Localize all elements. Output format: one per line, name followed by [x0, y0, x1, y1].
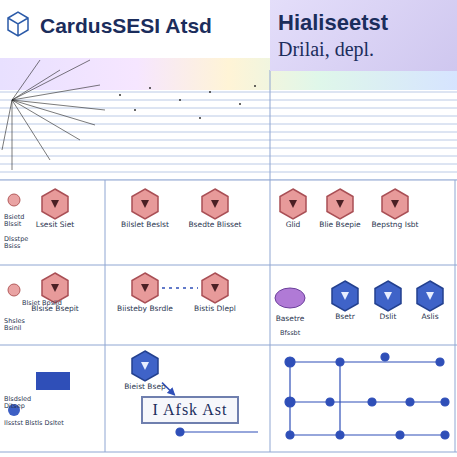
diagram-title: CardusSESI Atsd	[40, 14, 212, 38]
node-label: Bilslet Beslst	[121, 221, 169, 229]
hexagon-icon	[324, 188, 356, 220]
ellipse-node: Basetre	[273, 282, 307, 323]
hexagon-icon	[414, 280, 446, 312]
label-box: I Afsk Ast	[141, 396, 240, 424]
connector	[162, 287, 198, 289]
blue-block	[36, 372, 70, 390]
node-label: Blie Bsepie	[319, 221, 360, 229]
hexagon-icon	[199, 272, 231, 304]
hexagon-node: Glid	[276, 188, 310, 229]
small-note: Bsietd Blssit	[4, 214, 40, 228]
ruled-lines	[0, 90, 457, 180]
hexagon-icon	[129, 272, 161, 304]
hexagon-icon	[379, 188, 411, 220]
header-panel: HialiseetstDrilai, depl.	[270, 0, 457, 71]
small-note: Ilsstst Blstls Dsltet	[4, 420, 64, 427]
hexagon-icon	[199, 188, 231, 220]
node-label: Bepstng Isbt	[371, 221, 418, 229]
hexagon-node: Bepstng Isbt	[371, 188, 418, 229]
hexagon-icon	[277, 188, 309, 220]
hexagon-icon	[329, 280, 361, 312]
node-label: Aslis	[413, 313, 447, 321]
small-note: Shsles Bsinil	[4, 318, 44, 332]
node-label: Bsetr	[328, 313, 362, 321]
hexagon-node: Bistis Dlepl	[194, 272, 236, 313]
small-note: Dlsstpe Bsiss	[4, 236, 40, 250]
hexagon-node: Bsetr	[328, 280, 362, 321]
starburst	[2, 60, 105, 170]
node-label: Bsedte Blisset	[188, 221, 241, 229]
node-label: Basetre	[273, 315, 307, 323]
hexagon-node: Aslis	[413, 280, 447, 321]
small-note: Blsdsled Ditsep	[4, 396, 34, 410]
hexagon-node: Bsedte Blisset	[188, 188, 241, 229]
hexagon-node: Bieist Bsep	[124, 350, 166, 391]
hexagon-node: Biisteby Bsrdle	[117, 272, 173, 313]
cube-logo	[8, 12, 28, 36]
panel-heading: Drilai, depl.	[278, 38, 449, 61]
node-label: I Afsk Ast	[153, 401, 228, 419]
hexagon-icon	[372, 280, 404, 312]
node-label: Biisteby Bsrdle	[117, 305, 173, 313]
small-note: Bfssbt	[280, 330, 300, 337]
ellipse-icon	[274, 282, 306, 314]
grid-lines	[0, 70, 457, 452]
hexagon-node: Blie Bsepie	[319, 188, 360, 229]
hexagon-node: Lsesit Siet	[36, 188, 74, 229]
hexagon-icon	[129, 188, 161, 220]
node-label: Bieist Bsep	[124, 383, 166, 391]
hexagon-node: Bilslet Beslst	[121, 188, 169, 229]
hexagon-icon	[39, 188, 71, 220]
node-label: Lsesit Siet	[36, 221, 74, 229]
node-label: Glid	[276, 221, 310, 229]
small-note: Blsiet Bpslid	[22, 300, 62, 307]
hexagon-icon	[129, 350, 161, 382]
hexagon-node: Blsise Bsepit	[31, 272, 79, 313]
hexagon-node: Dslit	[371, 280, 405, 321]
scatter-dots	[119, 85, 256, 119]
node-label: Bistis Dlepl	[194, 305, 236, 313]
panel-heading: Hialiseetst	[278, 10, 449, 36]
node-label: Dslit	[371, 313, 405, 321]
